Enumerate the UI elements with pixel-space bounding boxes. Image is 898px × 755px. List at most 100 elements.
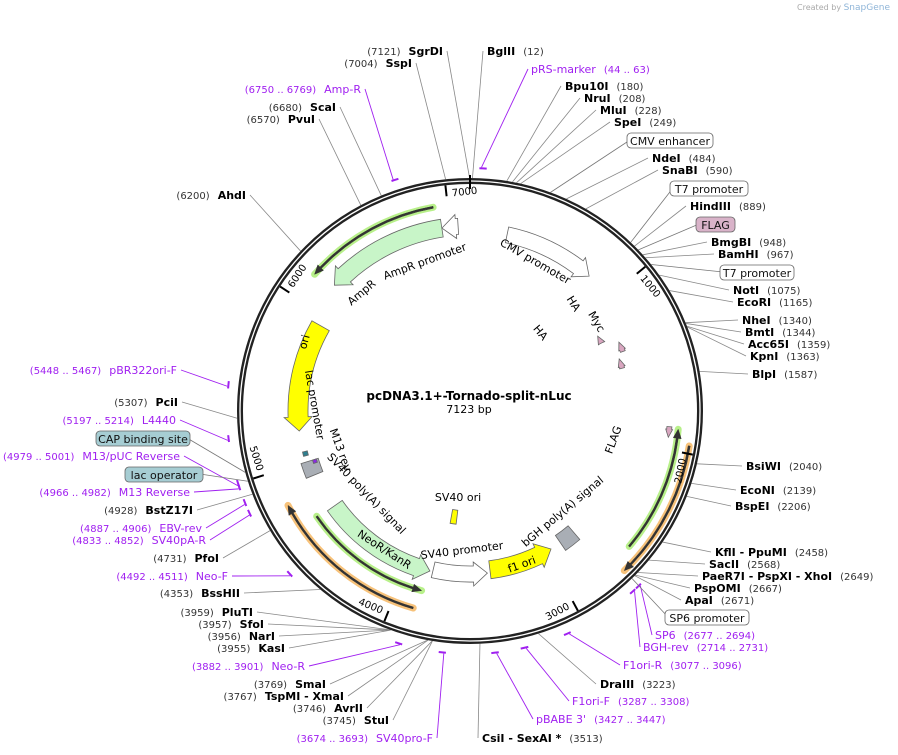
enzyme-site[interactable]: (6680)ScaI [269,101,336,114]
enzyme-site[interactable]: NdeI(484) [652,152,716,165]
primer[interactable]: SP6(2677 .. 2694) [655,629,755,642]
enzyme-site[interactable]: (4928)BstZ17I [104,504,193,517]
feature-label-box[interactable] [664,609,750,626]
feature-bgh-poly-a-signal[interactable] [554,525,581,551]
primer[interactable]: (4887 .. 4906)EBV-rev [80,522,202,535]
feature-ori[interactable] [283,320,330,432]
feature-label-box[interactable] [695,216,736,233]
primer-mark[interactable] [227,380,230,389]
primer-mark[interactable] [237,483,242,491]
primer[interactable]: (5448 .. 5467)pBR322ori-F [30,364,177,377]
enzyme-site[interactable]: (3957)SfoI [198,618,264,631]
primer-mark[interactable] [635,582,642,590]
primer-mark[interactable] [242,498,248,507]
enzyme-site[interactable]: HindIII(889) [690,200,766,213]
feature-label-box[interactable] [669,180,749,197]
primer[interactable]: (4833 .. 4852)SV40pA-R [72,534,206,547]
enzyme-site[interactable]: Acc65I(1359) [748,338,830,351]
primer[interactable]: BGH-rev(2714 .. 2731) [643,641,768,654]
enzyme-site[interactable]: PaeR7I - PspXI - XhoI(2649) [702,570,874,583]
enzyme-site[interactable]: (3767)TspMI - XmaI [224,690,344,703]
enzyme-site[interactable]: EcoRI(1165) [737,296,813,309]
enzyme-site[interactable]: (3745)StuI [323,714,389,727]
enzyme-site[interactable]: BmtI(1344) [745,326,816,339]
primer[interactable]: pRS-marker(44 .. 63) [531,63,650,76]
primer[interactable]: pBABE 3'(3427 .. 3447) [536,713,666,726]
primer-mark[interactable] [394,641,403,646]
enzyme-site[interactable]: (4353)BssHII [160,587,240,600]
enzyme-site[interactable]: BlpI(1587) [752,368,817,381]
enzyme-site[interactable]: BsiWI(2040) [746,460,822,473]
enzyme-site[interactable]: ApaI(2671) [685,594,754,607]
feature-ampr[interactable] [333,218,444,286]
enzyme-site[interactable]: (3959)PluTI [180,606,253,619]
enzyme-site[interactable]: NheI(1340) [742,314,812,327]
feature-f1-ori[interactable] [488,543,552,580]
primer-mark[interactable] [286,570,293,578]
feature-m13-rev[interactable] [311,458,318,465]
orf-track-arrow[interactable] [623,445,691,572]
primer[interactable]: (4966 .. 4982)M13 Reverse [39,486,190,499]
feature-sv40-poly-a-signal[interactable] [300,457,324,479]
enzyme-site[interactable]: NruI(208) [584,92,646,105]
primer-mark[interactable] [247,509,252,517]
enzyme-site[interactable]: Bpu10I(180) [565,80,643,93]
primer-mark[interactable] [438,651,446,654]
primer[interactable]: (3674 .. 3693)SV40pro-F [297,732,433,745]
enzyme-site[interactable]: (3955)KasI [217,642,285,655]
enzyme-site[interactable]: SpeI(249) [614,116,676,129]
feature-ha[interactable] [618,341,627,353]
feature-label-box[interactable] [95,430,191,447]
enzyme-site[interactable]: SacII(2568) [709,558,780,571]
enzyme-site[interactable]: DraIII(3223) [600,678,676,691]
primer[interactable]: (5197 .. 5214)L4440 [62,414,176,427]
primer[interactable]: F1ori-R(3077 .. 3096) [623,659,742,672]
feature-myc[interactable] [617,357,626,370]
enzyme-site[interactable]: BamHI(967) [718,248,794,261]
enzyme-site[interactable]: KpnI(1363) [750,350,820,363]
enzyme-site[interactable]: (7121)SgrDI [367,45,443,58]
feature-ha[interactable] [597,335,606,346]
primer[interactable]: (4492 .. 4511)Neo-F [116,570,228,583]
feature-neor-kanr[interactable] [326,499,431,581]
feature-lac-promoter[interactable] [302,450,309,457]
enzyme-site[interactable]: (7004)SspI [344,57,412,70]
enzyme-site[interactable]: (3746)AvrII [293,702,363,715]
primer-mark[interactable] [227,435,230,443]
primer[interactable]: F1ori-F(3287 .. 3308) [572,695,689,708]
enzyme-site[interactable]: BglII(12) [487,45,544,58]
primer-mark[interactable] [629,588,636,595]
enzyme-site[interactable]: SnaBI(590) [662,164,733,177]
primer-mark[interactable] [563,631,572,637]
primer-mark[interactable] [491,651,499,655]
primer-mark[interactable] [391,177,399,182]
enzyme-site[interactable]: (4731)PfoI [153,552,219,565]
feature-label-box[interactable] [626,132,714,149]
feature-cmv-promoter[interactable] [504,226,590,278]
enzyme-site[interactable]: (6200)AhdI [176,189,246,202]
feature-label-box[interactable] [719,264,795,281]
primer[interactable]: (3882 .. 3901)Neo-R [192,660,305,673]
primer-mark[interactable] [520,645,529,650]
orf-track-arrow[interactable] [315,515,423,593]
enzyme-site[interactable]: (6570)PvuI [247,113,315,126]
enzyme-site[interactable]: NotI(1075) [733,284,800,297]
orf-track-arrow[interactable] [628,428,682,548]
feature-ampr-promoter[interactable] [441,213,460,240]
primer[interactable]: (4979 .. 5001)M13/pUC Reverse [3,450,180,463]
enzyme-site[interactable]: (3956)NarI [208,630,275,643]
enzyme-site[interactable]: (3769)SmaI [254,678,326,691]
enzyme-site[interactable]: (5307)PciI [114,396,178,409]
enzyme-site[interactable]: EcoNI(2139) [740,484,816,497]
feature-flag[interactable] [665,426,674,439]
orf-track-arrow[interactable] [314,206,434,275]
feature-label-box[interactable] [124,466,204,483]
enzyme-site[interactable]: BspEI(2206) [735,500,811,513]
orf-track-arrow[interactable] [287,504,414,610]
enzyme-site[interactable]: PspOMI(2667) [694,582,782,595]
primer[interactable]: (6750 .. 6769)Amp-R [245,83,362,96]
feature-sv40-promoter[interactable] [430,561,489,587]
enzyme-site[interactable]: BmgBI(948) [711,236,786,249]
enzyme-site[interactable]: KflI - PpuMI(2458) [715,546,828,559]
enzyme-site[interactable]: MluI(228) [600,104,662,117]
